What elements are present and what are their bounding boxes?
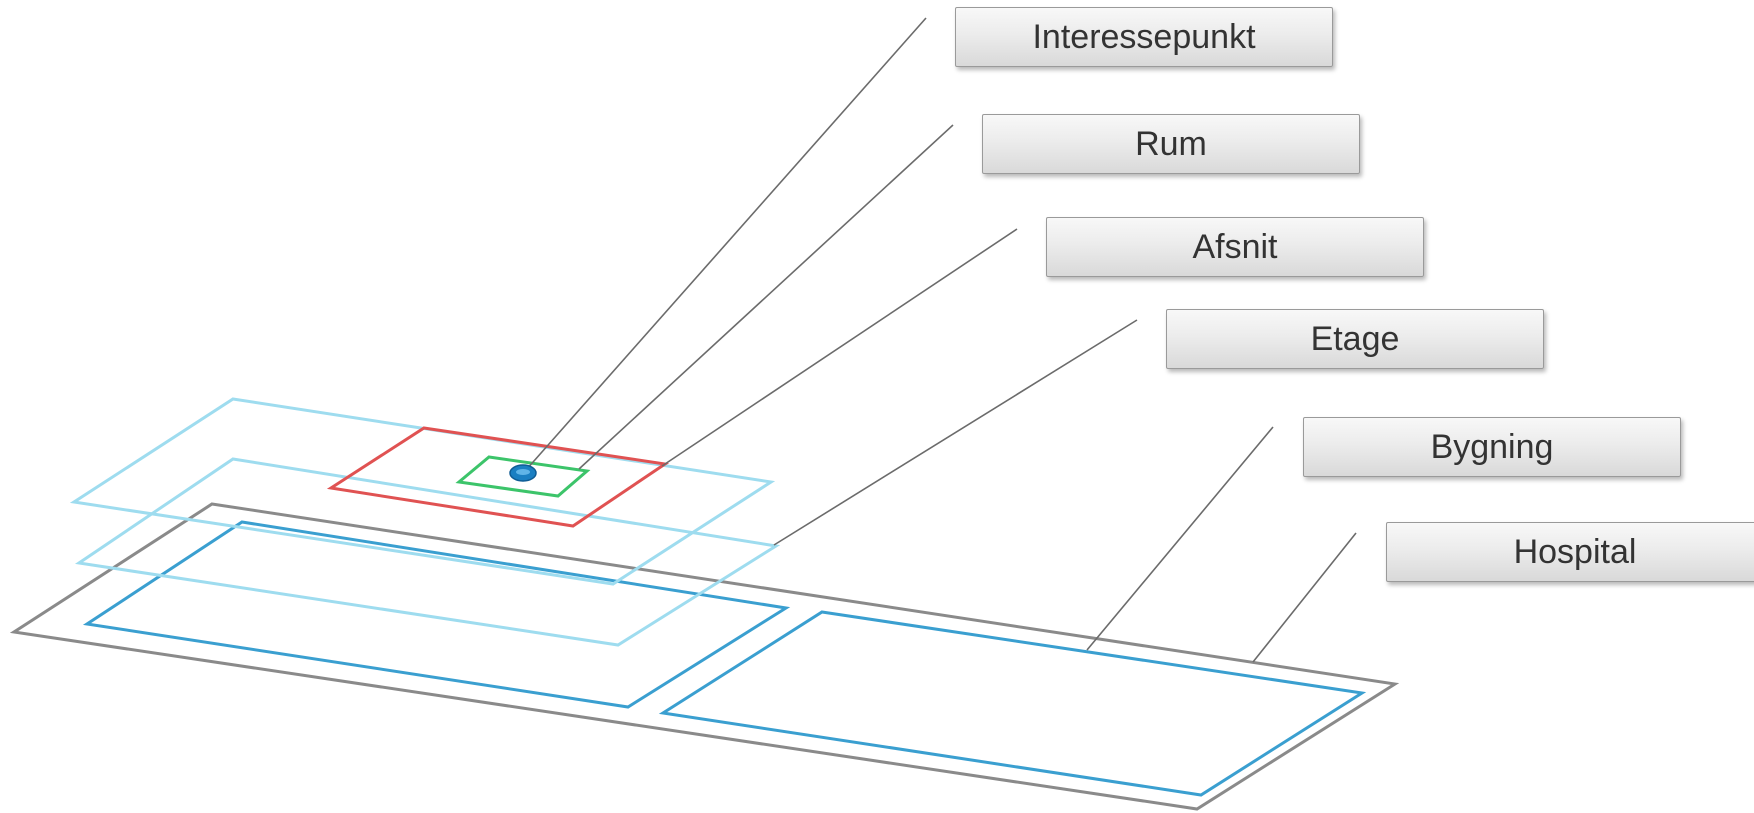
- leader-line-rum: [578, 124, 954, 470]
- label-afsnit: Afsnit: [1046, 217, 1424, 277]
- leader-line-etage: [773, 319, 1138, 546]
- label-hospital: Hospital: [1386, 522, 1754, 582]
- hospital-outline: [9, 502, 1400, 811]
- label-bygning: Bygning: [1303, 417, 1681, 477]
- section-outline: [326, 426, 670, 528]
- leader-line-interessepunkt: [525, 17, 927, 471]
- point-of-interest-highlight: [516, 469, 530, 475]
- leader-line-hospital: [1252, 532, 1357, 663]
- building-right-outline: [658, 610, 1367, 797]
- floor-upper-outline: [69, 397, 776, 586]
- room-outline: [455, 455, 591, 498]
- leader-line-afsnit: [661, 228, 1018, 467]
- floor-lower-outline: [74, 457, 781, 647]
- building-left-outline: [82, 520, 791, 709]
- leader-line-bygning: [1086, 426, 1274, 651]
- label-rum: Rum: [982, 114, 1360, 174]
- label-interessepunkt: Interessepunkt: [955, 7, 1333, 67]
- label-etage: Etage: [1166, 309, 1544, 369]
